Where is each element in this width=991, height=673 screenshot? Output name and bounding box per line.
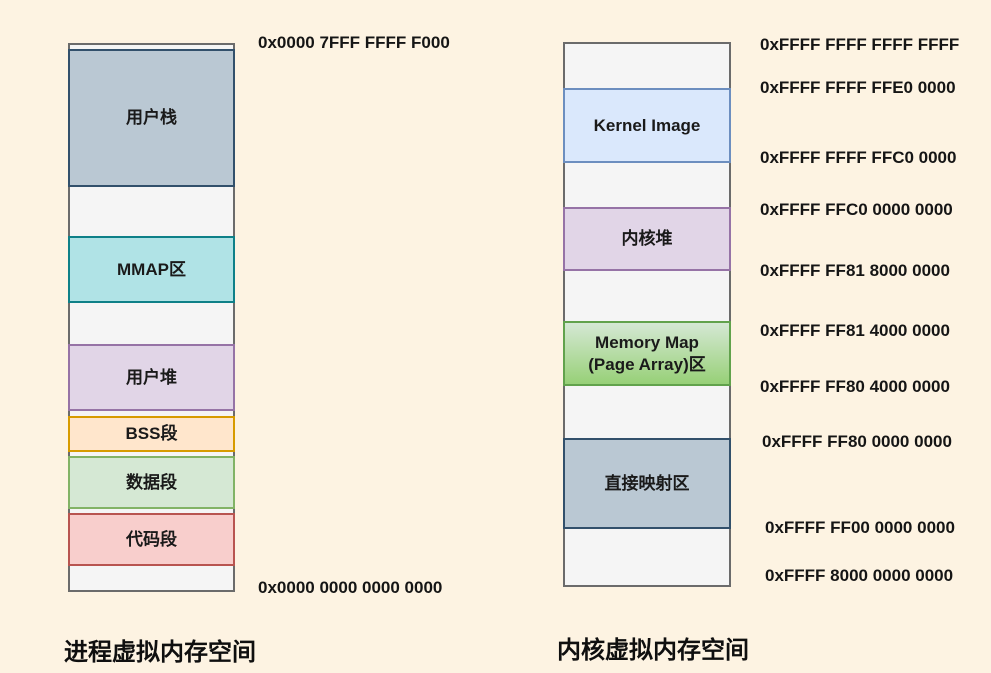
process-memory-column: 用户栈 MMAP区 用户堆 BSS段 数据段 代码段 [68,43,235,592]
diagram-title-process: 进程虚拟内存空间 [64,639,256,666]
address-label-kernel: 0xFFFF FF80 4000 0000 [760,377,950,396]
segment-data: 数据段 [68,456,235,509]
segment-label: Kernel Image [593,115,701,135]
address-label-kernel: 0xFFFF FF00 0000 0000 [765,518,955,537]
segment-code: 代码段 [68,513,235,566]
address-label-kernel: 0xFFFF 8000 0000 0000 [765,566,954,585]
segment-label: 用户堆 [126,367,177,387]
address-label-process-top: 0x0000 7FFF FFFF F000 [258,33,450,52]
segment-mmap-area: MMAP区 [68,236,235,303]
segment-label: BSS段 [125,424,178,444]
segment-label: 内核堆 [621,229,673,249]
kernel-memory-column: Kernel Image 内核堆 Memory Map (Page Array)… [563,42,731,587]
segment-label: 数据段 [126,472,177,492]
address-label-kernel: 0xFFFF FF80 0000 0000 [762,432,952,451]
address-label-kernel: 0xFFFF FFFF FFC0 0000 [760,148,957,167]
segment-kernel-image: Kernel Image [563,88,731,163]
segment-label: Memory Map (Page Array)区 [588,333,706,374]
diagram-title-kernel: 内核虚拟内存空间 [557,637,749,664]
segment-user-stack: 用户栈 [68,49,235,187]
address-label-process-bottom: 0x0000 0000 0000 0000 [258,578,443,597]
segment-kernel-heap: 内核堆 [563,207,731,271]
segment-label: 用户栈 [126,108,177,128]
segment-direct-mapping: 直接映射区 [563,438,731,529]
address-label-kernel: 0xFFFF FFC0 0000 0000 [760,200,953,219]
segment-bss: BSS段 [68,416,235,452]
address-label-kernel: 0xFFFF FF81 8000 0000 [760,261,950,280]
address-label-kernel: 0xFFFF FFFF FFE0 0000 [760,78,956,97]
address-label-kernel: 0xFFFF FFFF FFFF FFFF [760,35,960,54]
segment-label: MMAP区 [117,259,186,279]
segment-user-heap: 用户堆 [68,344,235,411]
segment-memory-map-page-array: Memory Map (Page Array)区 [563,321,731,386]
segment-label: 直接映射区 [604,473,690,493]
address-label-kernel: 0xFFFF FF81 4000 0000 [760,321,950,340]
segment-label: 代码段 [126,529,177,549]
